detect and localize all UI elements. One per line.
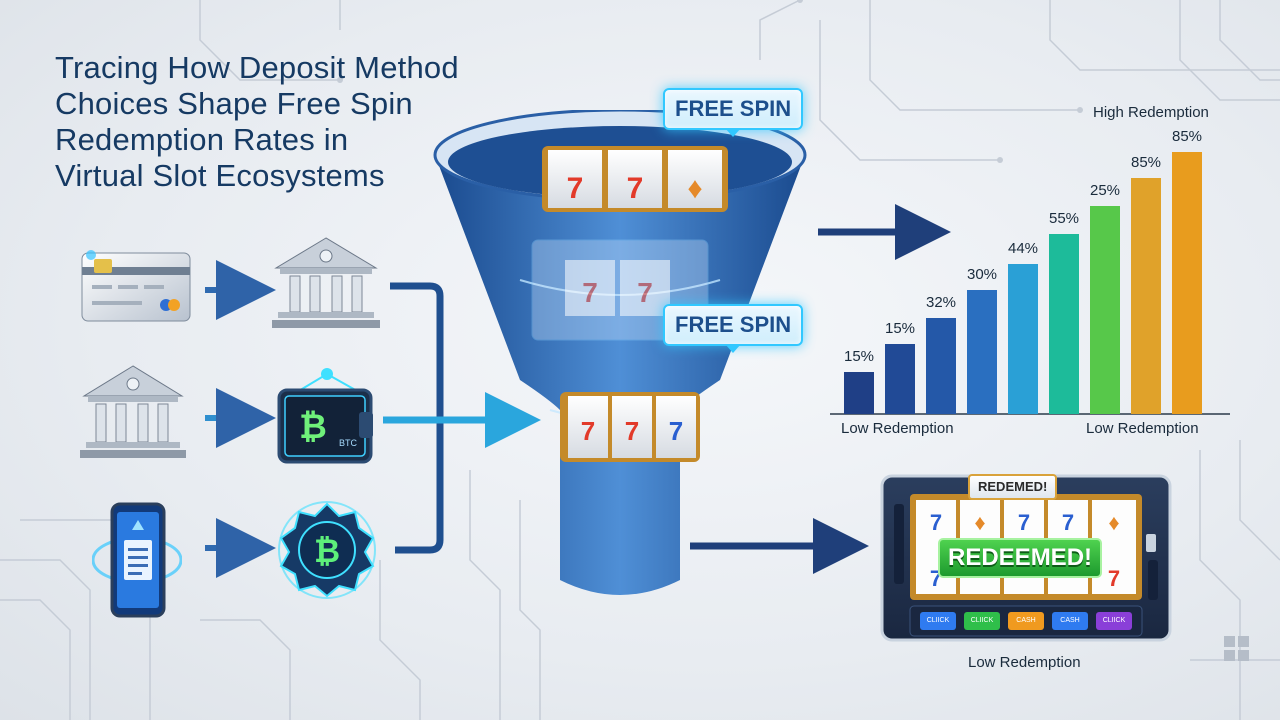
page-title: Tracing How Deposit Method Choices Shape… bbox=[55, 50, 525, 194]
slot-reels-bottom: 7 7 7 bbox=[560, 392, 700, 462]
svg-text:7: 7 bbox=[567, 172, 584, 205]
svg-text:7: 7 bbox=[1062, 510, 1074, 535]
chart-bar-8 bbox=[1131, 178, 1161, 414]
svg-text:♦: ♦ bbox=[687, 172, 702, 205]
chart-bar-label-3: 32% bbox=[925, 294, 957, 311]
mobile-payment-icon bbox=[92, 502, 182, 618]
slot-reels-mid: 7 7 bbox=[565, 260, 670, 316]
chart-bar-7 bbox=[1090, 206, 1120, 414]
title-line-2: Choices Shape Free Spin bbox=[55, 86, 413, 121]
slot-reels-top: 7 7 ♦ bbox=[542, 146, 728, 212]
title-line-4: Virtual Slot Ecosystems bbox=[55, 158, 385, 193]
bitcoin-token-icon: ₿ bbox=[278, 501, 376, 599]
chart-bar-label-1: 15% bbox=[843, 348, 875, 365]
svg-text:7: 7 bbox=[669, 416, 683, 446]
svg-text:7: 7 bbox=[637, 277, 653, 308]
credit-card-icon bbox=[81, 250, 191, 322]
chart-bar-6 bbox=[1049, 234, 1079, 414]
grid-icon bbox=[1224, 636, 1249, 661]
chart-bar-2 bbox=[885, 344, 915, 414]
slot-button-1[interactable]: CLIICK bbox=[920, 612, 956, 630]
chart-bar-1 bbox=[844, 372, 874, 414]
svg-text:₿: ₿ bbox=[314, 533, 340, 569]
svg-text:7: 7 bbox=[625, 416, 639, 446]
wallet-btc-label: BTC bbox=[339, 438, 357, 448]
chart-bar-4 bbox=[967, 290, 997, 414]
chart-bar-label-6: 55% bbox=[1048, 210, 1080, 227]
chart-bar-label-5: 44% bbox=[1007, 240, 1039, 257]
svg-text:7: 7 bbox=[582, 277, 598, 308]
free-spin-tag-mid: FREE SPIN bbox=[663, 304, 804, 353]
crypto-wallet-icon: ₿ BTC bbox=[275, 352, 377, 464]
slot-button-5[interactable]: CLIICK bbox=[1096, 612, 1132, 630]
chart-bar-label-8: 85% bbox=[1130, 154, 1162, 171]
chart-bar-label-7: 25% bbox=[1089, 182, 1121, 199]
chart-bar-5 bbox=[1008, 264, 1038, 414]
chart-bar-label-2: 15% bbox=[884, 320, 916, 337]
chart-right-label: Low Redemption bbox=[1086, 420, 1199, 437]
svg-text:7: 7 bbox=[1108, 566, 1120, 591]
svg-text:₿: ₿ bbox=[299, 408, 327, 446]
svg-text:♦: ♦ bbox=[1108, 510, 1119, 535]
title-line-3: Redemption Rates in bbox=[55, 122, 349, 157]
chart-title: High Redemption bbox=[1093, 104, 1209, 121]
slot-caption: Low Redemption bbox=[968, 654, 1081, 671]
chart-bar-3 bbox=[926, 318, 956, 414]
slot-button-2[interactable]: CLIICK bbox=[964, 612, 1000, 630]
svg-text:♦: ♦ bbox=[974, 510, 985, 535]
chart-canvas bbox=[830, 152, 1230, 415]
free-spin-tag-top: FREE SPIN bbox=[663, 88, 804, 137]
svg-text:7: 7 bbox=[627, 172, 644, 205]
title-line-1: Tracing How Deposit Method bbox=[55, 50, 459, 85]
slot-button-4[interactable]: CASH bbox=[1052, 612, 1088, 630]
svg-text:7: 7 bbox=[930, 510, 942, 535]
slot-button-3[interactable]: CASH bbox=[1008, 612, 1044, 630]
redeemed-badge: REDEEMED! bbox=[938, 538, 1103, 578]
redemed-banner: REDEMED! bbox=[968, 474, 1058, 500]
svg-text:7: 7 bbox=[1018, 510, 1030, 535]
redemption-bar-chart: High Redemption 15% 15% 32% 30% 44% 55% 25% 85%… bbox=[830, 100, 1230, 440]
svg-text:7: 7 bbox=[581, 416, 595, 446]
bank-icon bbox=[80, 365, 186, 458]
chart-bar-label-4: 30% bbox=[966, 266, 998, 283]
chart-left-label: Low Redemption bbox=[841, 420, 954, 437]
chart-bar-label-9: 85% bbox=[1171, 128, 1203, 145]
bank-icon bbox=[272, 237, 380, 328]
chart-bar-9 bbox=[1172, 152, 1202, 414]
conversion-funnel: 7 7 ♦ 7 7 7 7 7 bbox=[433, 110, 807, 595]
